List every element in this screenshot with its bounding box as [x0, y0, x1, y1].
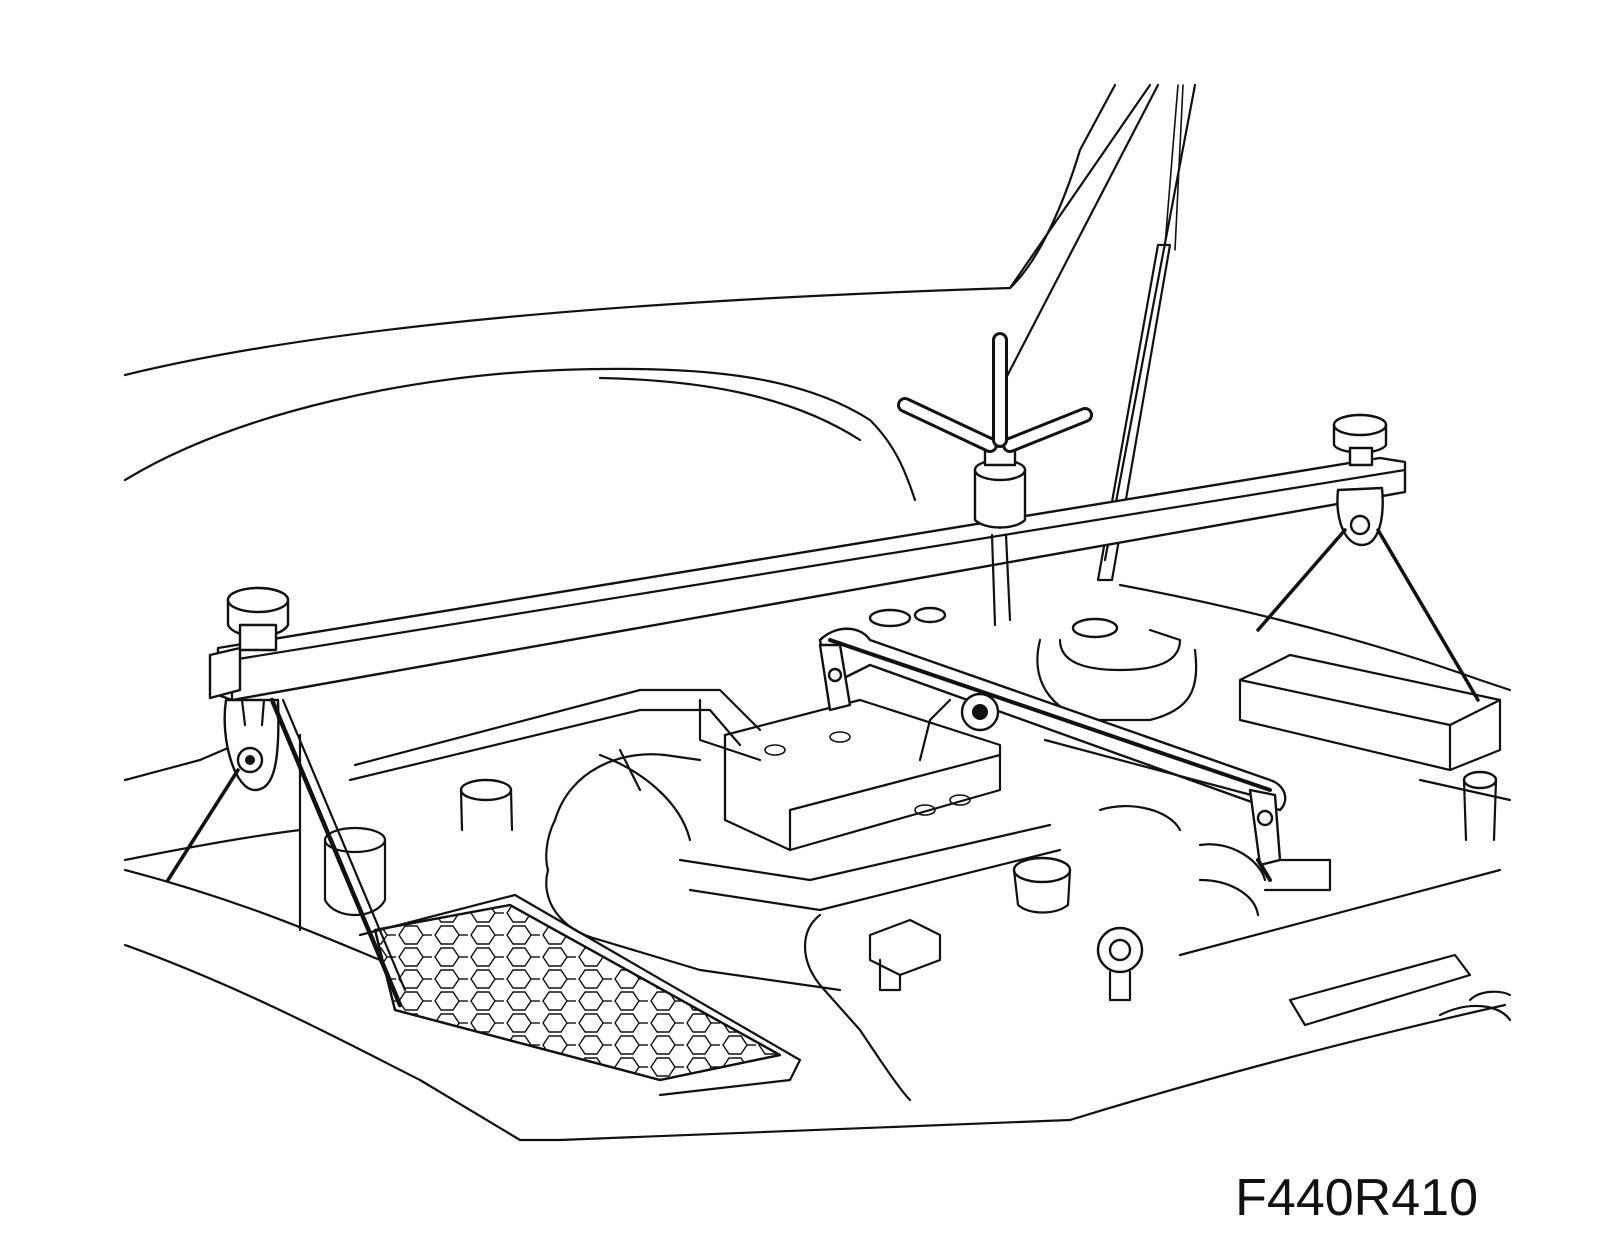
front-grille [358, 893, 802, 1097]
hood-strut [1096, 84, 1179, 582]
figure-code-label: F440R410 [1235, 1169, 1478, 1227]
open-hood [123, 83, 1197, 562]
engine-support-fixture [166, 332, 1480, 1008]
engine-components [323, 606, 1502, 1102]
support-crossbar [216, 456, 1407, 702]
